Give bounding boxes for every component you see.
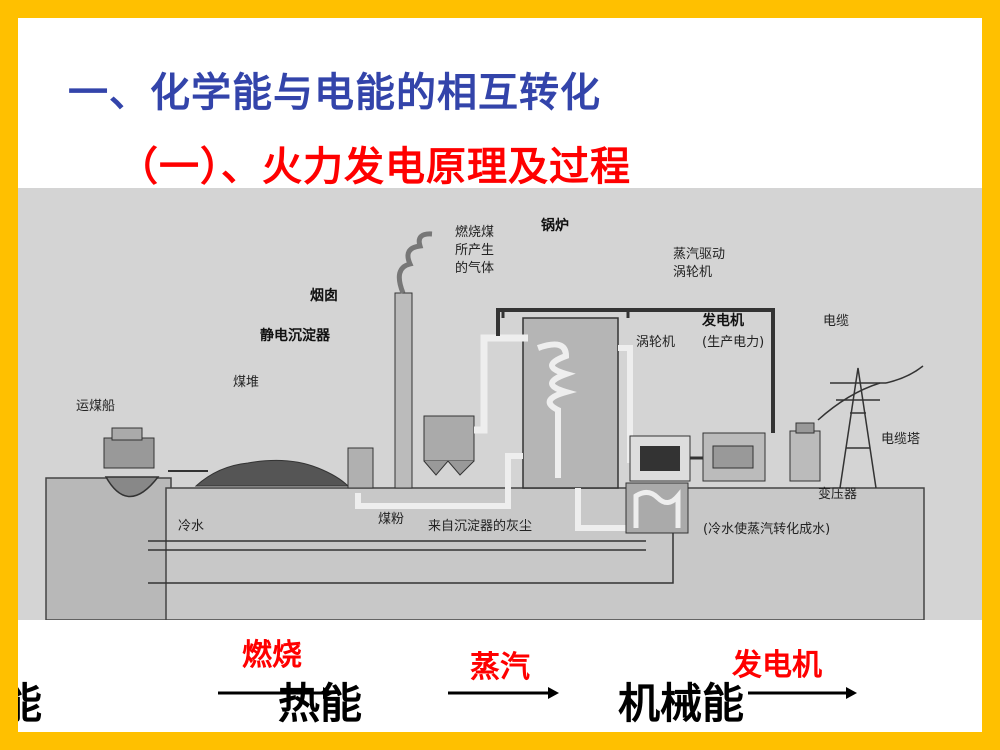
- flow-arrow-1: [218, 687, 334, 699]
- label-turbine: 涡轮机: [636, 335, 675, 350]
- boiler-icon: [522, 317, 619, 489]
- label-condenser-note: (冷水使蒸汽转化成水): [703, 521, 830, 537]
- label-cold-water: 冷水: [178, 519, 204, 534]
- condensate-pipe: [575, 488, 628, 531]
- label-coal-pile: 煤堆: [233, 375, 259, 390]
- label-cable: 电缆: [823, 313, 849, 329]
- label-generator-note: (生产电力): [702, 335, 764, 350]
- slide-subtitle: （一）、火力发电原理及过程: [118, 144, 631, 190]
- ground: [165, 487, 925, 620]
- steam-coil: [536, 341, 577, 478]
- label-chimney: 烟囱: [310, 287, 338, 304]
- label-coal-ship: 运煤船: [76, 399, 115, 414]
- label-steam-turbine-2: 涡轮机: [673, 265, 712, 280]
- label-coal-gas-2: 所产生: [455, 243, 494, 258]
- coal-feeder: [347, 447, 374, 489]
- power-plant-diagram: 燃烧煤 所产生 的气体 锅炉 蒸汽驱动 涡轮机 烟囱 静电沉淀器 发电机 (生产…: [18, 188, 982, 620]
- flow-stage-1: 能: [18, 679, 43, 728]
- chimney-icon: [394, 231, 433, 489]
- label-coal-powder: 煤粉: [378, 512, 404, 527]
- flow-step-generator: 发电机: [732, 648, 822, 683]
- generator-icon: [690, 432, 766, 482]
- water-area: [45, 477, 172, 620]
- flow-arrow-2: [448, 687, 559, 699]
- flow-stage-3: 机械能: [618, 679, 745, 728]
- label-coal-gas-3: 的气体: [455, 260, 494, 276]
- slide: 一、化学能与电能的相互转化 （一）、火力发电原理及过程: [18, 18, 982, 732]
- transformer-icon: [789, 422, 821, 482]
- coal-ship-icon: [103, 427, 208, 498]
- flow-arrows: [218, 687, 857, 699]
- label-cable-tower: 电缆塔: [881, 431, 920, 447]
- coal-powder-pipe: [355, 453, 523, 509]
- condenser-icon: [625, 482, 689, 534]
- label-coal-gas-1: 燃烧煤: [455, 224, 494, 240]
- label-precipitator: 静电沉淀器: [260, 327, 331, 344]
- flow-stage-2: 热能: [278, 679, 363, 728]
- label-ash: 来自沉淀器的灰尘: [428, 518, 532, 534]
- cable-tower-icon: [817, 365, 924, 489]
- label-boiler: 锅炉: [541, 217, 569, 234]
- label-steam-turbine-1: 蒸汽驱动: [673, 247, 725, 262]
- label-generator: 发电机: [701, 312, 744, 329]
- return-water-pipe: [148, 533, 674, 584]
- slide-title: 一、化学能与电能的相互转化: [68, 70, 601, 116]
- power-line: [496, 308, 775, 433]
- flow-step-combustion: 燃烧: [242, 638, 302, 673]
- flow-step-steam: 蒸汽: [470, 650, 530, 685]
- label-transformer: 变压器: [818, 486, 857, 502]
- turbine-icon: [629, 435, 691, 482]
- coal-pile-icon: [194, 459, 350, 487]
- flow-arrow-3: [748, 687, 857, 699]
- precipitator-icon: [423, 415, 475, 476]
- flue-gas-pipe: [474, 334, 528, 434]
